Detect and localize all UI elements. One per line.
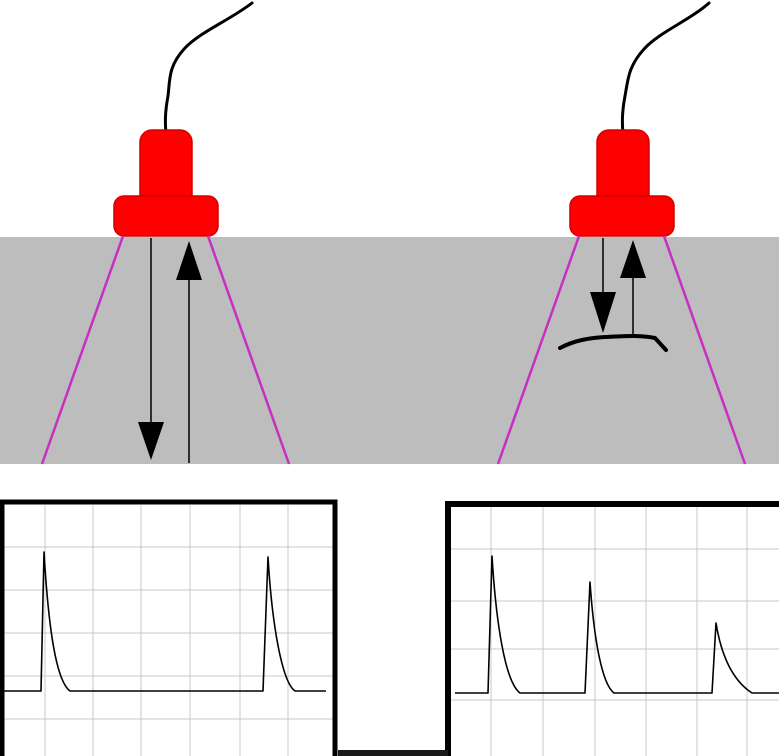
left-oscilloscope-screen — [0, 499, 338, 756]
cable-icon — [163, 1, 254, 136]
beam-edge-left — [40, 235, 125, 465]
beam-edge-right — [662, 235, 747, 465]
test-material-block — [0, 237, 779, 464]
transmitted-pulse-arrow — [590, 238, 616, 333]
transmitted-pulse-arrow — [138, 238, 164, 460]
screen-grid — [4, 505, 334, 756]
a-scan-trace — [4, 551, 326, 692]
screen-frame — [445, 501, 779, 756]
screen-frame — [0, 499, 338, 756]
back-wall-reflection-arrow — [176, 241, 202, 463]
flaw — [558, 334, 668, 352]
screen-grid — [448, 505, 779, 756]
right-oscilloscope-screen — [445, 501, 779, 756]
left-probe-assembly — [40, 1, 291, 465]
beam-edge-right — [206, 235, 291, 465]
right-probe-assembly — [496, 1, 747, 465]
bottom-edge — [338, 750, 448, 756]
ultrasonic-transducer-icon — [113, 129, 219, 237]
ultrasonic-transducer-icon — [569, 129, 675, 237]
flaw-reflection-arrow — [620, 240, 646, 336]
beam-edge-left — [496, 235, 581, 465]
a-scan-trace — [455, 555, 779, 694]
cable-icon — [620, 1, 711, 136]
